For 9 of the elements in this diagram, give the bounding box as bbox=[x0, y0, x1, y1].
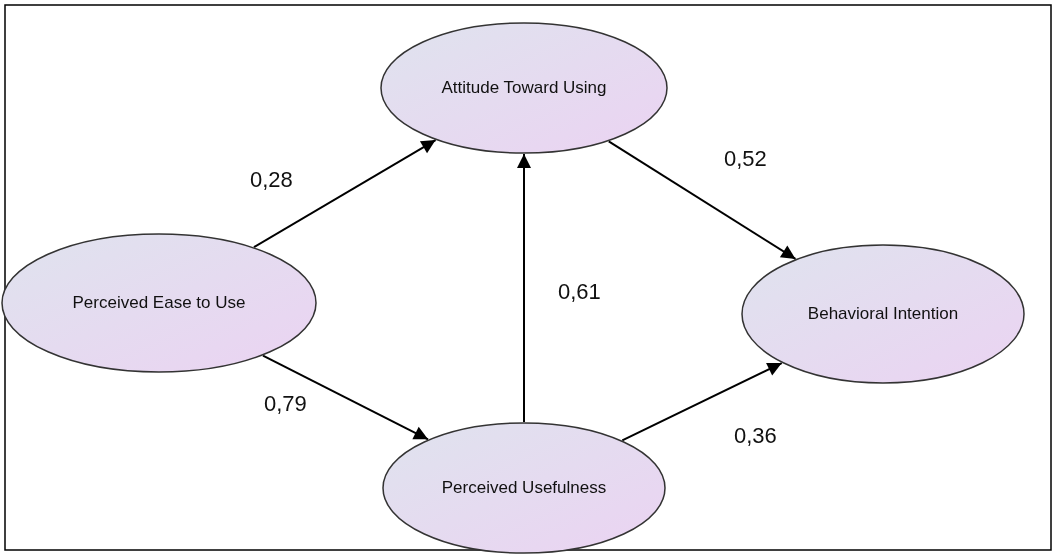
arrow bbox=[607, 140, 797, 260]
node-label: Behavioral Intention bbox=[806, 304, 960, 324]
node-label: Attitude Toward Using bbox=[440, 78, 608, 98]
arrow bbox=[517, 153, 531, 423]
node-label: Perceived Ease to Use bbox=[71, 293, 247, 313]
arrow bbox=[621, 362, 783, 442]
node-label: Perceived Usefulness bbox=[440, 478, 608, 498]
arrow bbox=[252, 139, 437, 249]
arrow bbox=[262, 354, 430, 441]
